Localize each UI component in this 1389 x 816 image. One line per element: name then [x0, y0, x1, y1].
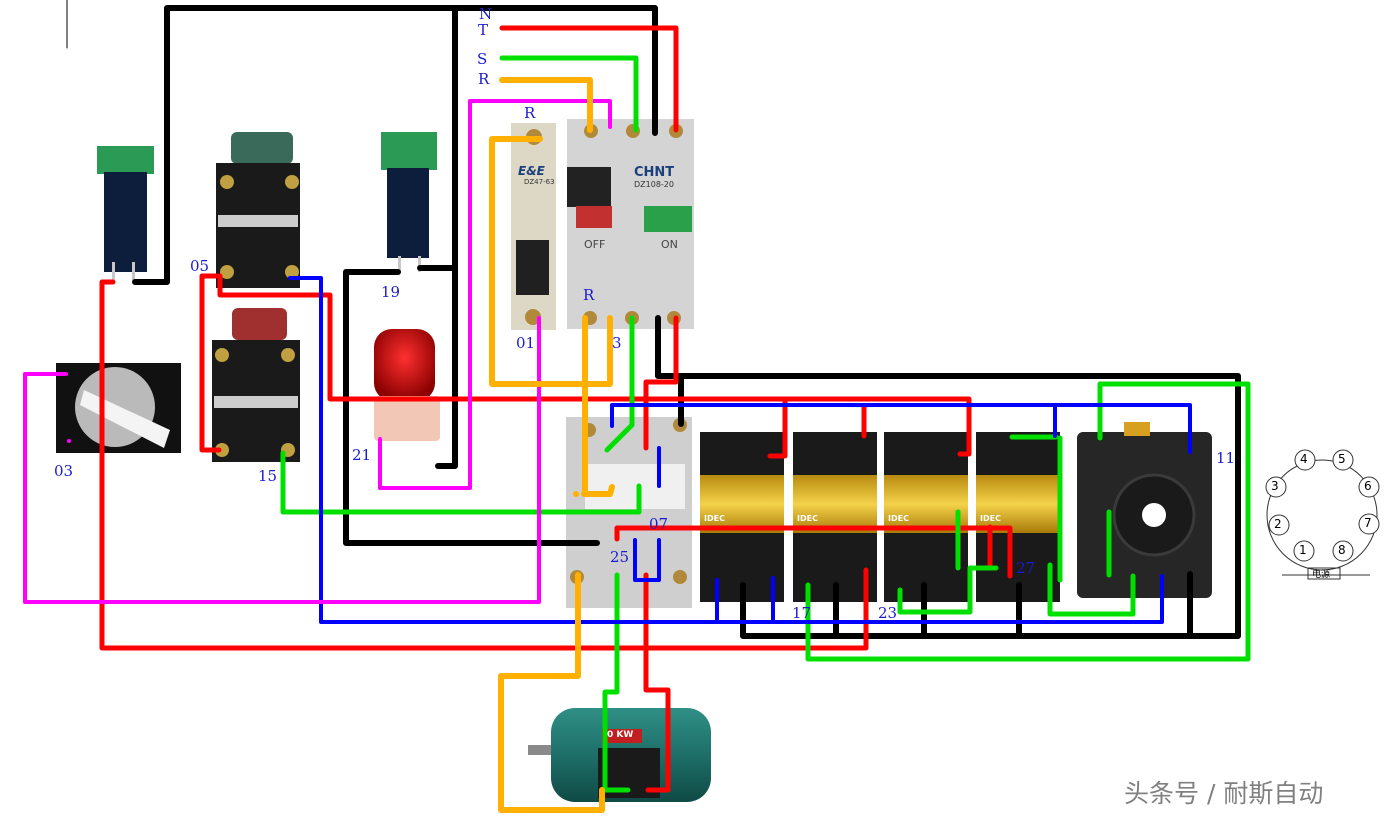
breaker-on-label: ON [661, 238, 678, 251]
pin-8: 8 [1338, 543, 1346, 557]
relay-3 [884, 432, 968, 602]
motor-rating: 0 KW [607, 730, 634, 740]
pin-3: 3 [1271, 479, 1279, 493]
terminal-21-label: 21 [352, 446, 372, 464]
relay-4 [976, 432, 1060, 602]
pin-7: 7 [1364, 516, 1372, 530]
pin-4: 4 [1300, 452, 1308, 466]
selector-switch [56, 363, 181, 453]
fuse-brand: E&E [518, 164, 545, 178]
terminal-03-label: 03 [54, 462, 74, 480]
terminal-27-label: 27 [1016, 559, 1036, 577]
phase-s-label: S [477, 50, 488, 68]
relay-1-brand: IDEC [704, 514, 725, 523]
pin-6: 6 [1364, 479, 1372, 493]
relay-2 [793, 432, 877, 602]
phase-t-label: T [478, 21, 489, 39]
terminal-23-label: 23 [878, 604, 898, 622]
terminal-3-label: 3 [612, 334, 622, 352]
fuse-breaker [511, 123, 556, 330]
breaker-r-label: R [583, 286, 595, 304]
green-wires [280, 55, 1251, 793]
pin-5: 5 [1338, 452, 1346, 466]
phase-r-label: R [478, 70, 490, 88]
pin-diagram [1265, 449, 1380, 580]
breaker-model: DZ108-20 [634, 180, 674, 189]
push-button-green [216, 132, 300, 288]
relay-3-brand: IDEC [888, 514, 909, 523]
terminal-19-label: 19 [381, 283, 401, 301]
terminal-01-label: 01 [516, 334, 536, 352]
pin-2: 2 [1274, 517, 1282, 531]
blue-wires [288, 276, 1192, 624]
breaker-brand: CHNT [634, 165, 675, 180]
black-wires [66, 0, 1241, 639]
terminal-17-label: 17 [792, 604, 812, 622]
pin-1: 1 [1299, 543, 1307, 557]
fuse-r-label: R [524, 104, 536, 122]
magenta-wires [23, 99, 612, 604]
pin-diagram-caption: 电源 [1312, 570, 1331, 580]
orange-wires [489, 77, 615, 813]
push-button-red [212, 308, 300, 462]
pilot-lamp-left [97, 146, 154, 280]
relay-2-brand: IDEC [797, 514, 818, 523]
relay-1 [700, 432, 784, 602]
pilot-lamp-center [381, 132, 437, 272]
relay-4-brand: IDEC [980, 514, 1001, 523]
fuse-model: DZ47-63 [524, 178, 555, 186]
terminal-11-label: 11 [1216, 449, 1236, 467]
phase-n-label: N [479, 5, 493, 23]
terminal-25-label: 25 [610, 548, 630, 566]
terminal-07-label: 07 [649, 515, 669, 533]
watermark: 头条号 / 耐斯自动 [1124, 779, 1324, 808]
terminal-15-label: 15 [258, 467, 278, 485]
terminal-05-label: 05 [190, 257, 210, 275]
warning-beacon [374, 329, 440, 441]
breaker-off-label: OFF [584, 238, 606, 251]
